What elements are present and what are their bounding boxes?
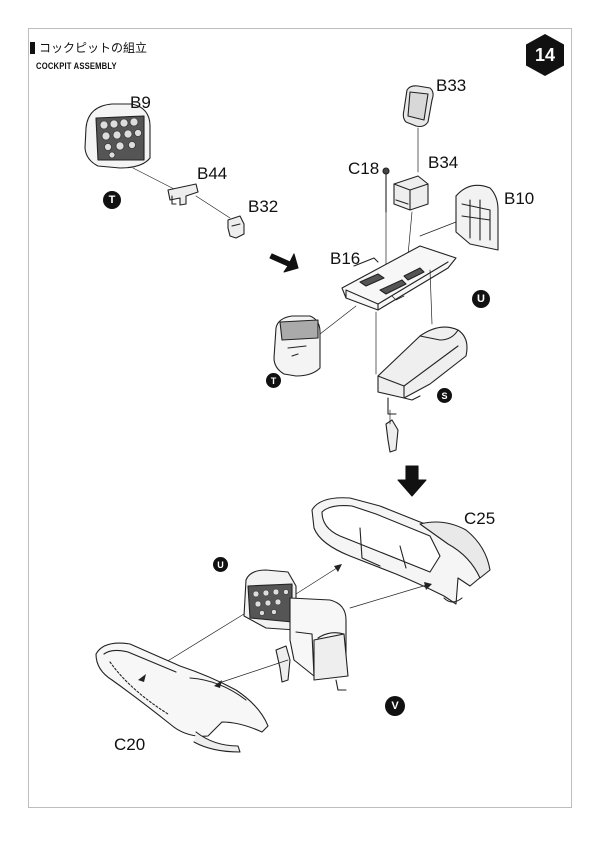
marker-t-top: T bbox=[103, 191, 121, 209]
part-b44-bracket bbox=[167, 183, 199, 206]
direction-arrow-1 bbox=[269, 253, 299, 273]
label-b33: B33 bbox=[436, 76, 467, 95]
label-b44: B44 bbox=[197, 164, 228, 183]
part-b33-seat-cushion bbox=[402, 85, 434, 128]
part-b9-panel-mid bbox=[273, 315, 321, 377]
marker-s-mid: S bbox=[437, 388, 452, 403]
label-c20: C20 bbox=[114, 735, 146, 754]
label-c18: C18 bbox=[348, 159, 380, 178]
label-b16: B16 bbox=[330, 249, 361, 268]
label-c25: C25 bbox=[464, 509, 496, 528]
title-bar-icon bbox=[30, 41, 35, 54]
part-rear-deck bbox=[377, 326, 468, 415]
part-b16-cockpit-floor bbox=[341, 245, 457, 311]
part-assembled-cockpit bbox=[243, 569, 349, 691]
part-c18-control-stick bbox=[382, 167, 390, 213]
marker-t-mid: T bbox=[266, 373, 281, 388]
title-jp-text: コックピットの組立 bbox=[39, 41, 148, 55]
marker-u-mid: U bbox=[472, 290, 490, 308]
part-c20-fuselage-half bbox=[95, 642, 269, 753]
label-b34: B34 bbox=[428, 153, 459, 172]
section-title-jp: コックピットの組立 bbox=[30, 39, 147, 56]
label-b10: B10 bbox=[504, 189, 535, 208]
part-pedal-lower bbox=[385, 419, 399, 453]
direction-arrow-2 bbox=[397, 465, 427, 497]
part-b9-instrument-panel bbox=[84, 103, 151, 169]
label-b9: B9 bbox=[130, 93, 151, 112]
marker-u-bottom: U bbox=[213, 557, 228, 572]
part-c25-fuselage-half bbox=[311, 497, 491, 605]
section-title-en: COCKPIT ASSEMBLY bbox=[36, 61, 117, 71]
part-b34-seat bbox=[393, 175, 429, 211]
label-b32: B32 bbox=[248, 197, 279, 216]
part-b10-bulkhead bbox=[455, 184, 499, 251]
part-b32-pedal bbox=[227, 215, 245, 239]
page-frame bbox=[28, 28, 572, 808]
marker-v-bottom: V bbox=[385, 696, 405, 716]
step-number: 14 bbox=[534, 44, 556, 65]
step-number-badge: 14 bbox=[523, 33, 567, 77]
hexagon-icon bbox=[526, 34, 564, 76]
